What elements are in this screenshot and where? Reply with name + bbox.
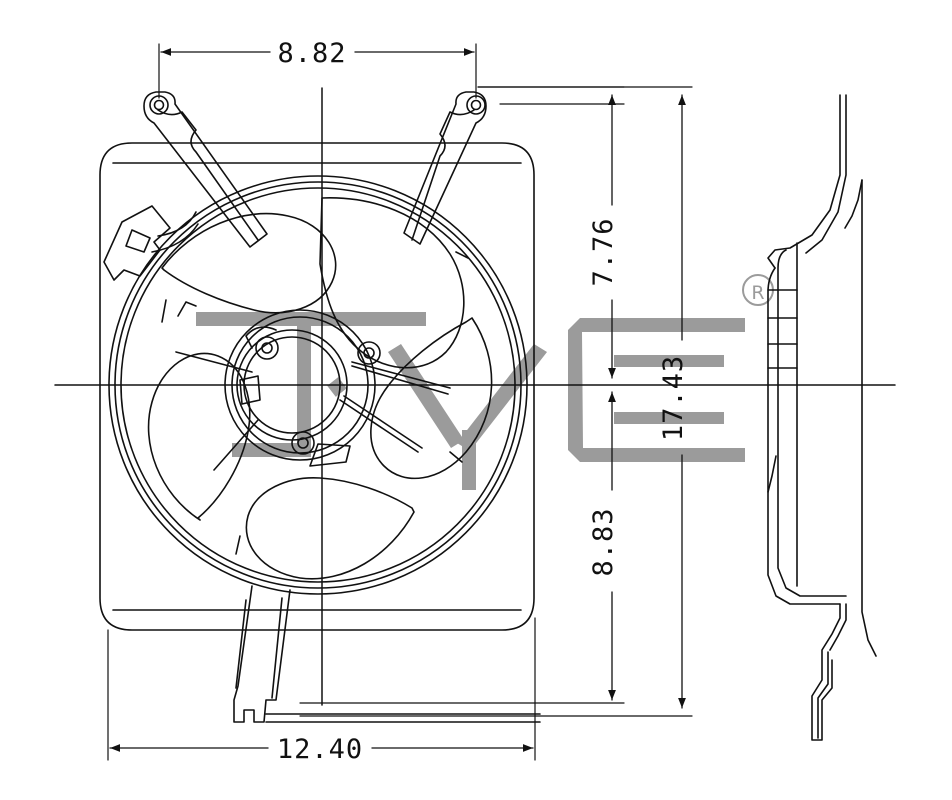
dimension-17-43: 17.43 (299, 86, 693, 717)
dimension-7-76: 7.76 (477, 86, 625, 379)
centerlines (54, 87, 896, 706)
dimension-8-82: 8.82 (158, 38, 477, 99)
electrical-connector (103, 205, 199, 317)
shroud-outer-body (99, 142, 535, 631)
dimension-8-83: 8.83 (299, 391, 625, 704)
dimension-label-bottom-width: 12.40 (277, 734, 363, 765)
fan-blades (147, 197, 493, 580)
registered-mark-letter: R (751, 282, 764, 304)
dimension-12-40: 12.40 (107, 617, 536, 765)
shroud-detail-ribs (161, 251, 469, 555)
dimension-label-lower-height: 8.83 (588, 507, 619, 576)
dimension-label-overall-height: 17.43 (658, 355, 689, 441)
side-profile-view (767, 94, 877, 741)
dimension-label-top-width: 8.82 (277, 38, 346, 69)
fan-shroud-ring (108, 175, 528, 595)
bottom-mounting-tab (233, 585, 541, 723)
tyc-watermark (196, 312, 745, 490)
motor-hub-assembly (175, 309, 451, 471)
hub-bolt-boss (255, 336, 381, 455)
dimension-label-upper-height: 7.76 (588, 217, 619, 286)
